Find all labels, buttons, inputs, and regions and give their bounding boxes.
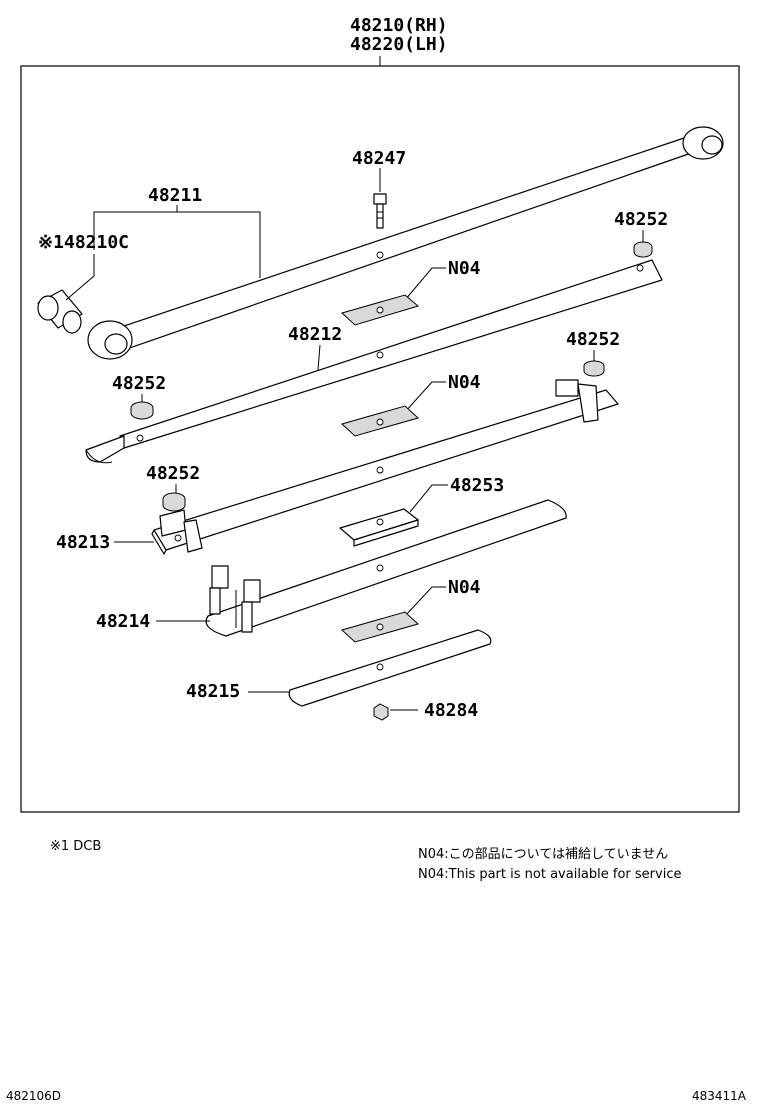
callout-48252-c: 48252 (566, 329, 620, 350)
callout-48284: 48284 (424, 700, 478, 721)
pad-48252-b (130, 401, 154, 420)
insert-n04-b (341, 405, 419, 437)
pad-48252-a (633, 241, 653, 258)
note-n04-english: N04:This part is not available for servi… (418, 867, 681, 882)
assembly-label-lh: 48220(LH) (350, 34, 448, 55)
pad-48252-c (583, 360, 605, 377)
callout-n04-a: N04 (448, 258, 481, 279)
insert-n04-c (341, 611, 419, 643)
fifth-leaf-48215 (288, 629, 492, 707)
callout-48210c-mark: ※1 (38, 232, 64, 253)
callout-48253: 48253 (450, 475, 504, 496)
callout-48252-d: 48252 (146, 463, 200, 484)
diagram-frame (20, 65, 740, 813)
callout-48215: 48215 (186, 681, 240, 702)
callout-48212: 48212 (288, 324, 342, 345)
footer-right-code: 483411A (692, 1089, 747, 1103)
callout-48211: 48211 (148, 185, 202, 206)
callout-48214: 48214 (96, 611, 150, 632)
third-leaf-48213 (151, 379, 619, 555)
callout-n04-b: N04 (448, 372, 481, 393)
spacer-48253 (339, 508, 419, 547)
second-leaf-48212 (85, 259, 663, 464)
nut-48284 (373, 703, 389, 721)
callout-48247: 48247 (352, 148, 406, 169)
footer-left-code: 482106D (6, 1089, 61, 1103)
note-n04-japanese: N04:この部品については補給していません (418, 847, 668, 862)
footnote-dcb: ※1 DCB (50, 839, 101, 854)
bushing-48210c (37, 289, 83, 334)
center-bolt-48247 (373, 193, 387, 229)
insert-n04-a (341, 294, 420, 326)
callout-48210c: 48210C (64, 232, 129, 253)
pad-48252-d (162, 492, 186, 512)
callout-48252-a: 48252 (614, 209, 668, 230)
leader-48210c (65, 254, 95, 301)
fourth-leaf-48214 (205, 499, 567, 637)
assembly-label-rh: 48210(RH) (350, 15, 448, 36)
callout-48213: 48213 (56, 532, 110, 553)
callout-48252-b: 48252 (112, 373, 166, 394)
main-leaf-48211 (87, 126, 724, 360)
callout-n04-c: N04 (448, 577, 481, 598)
